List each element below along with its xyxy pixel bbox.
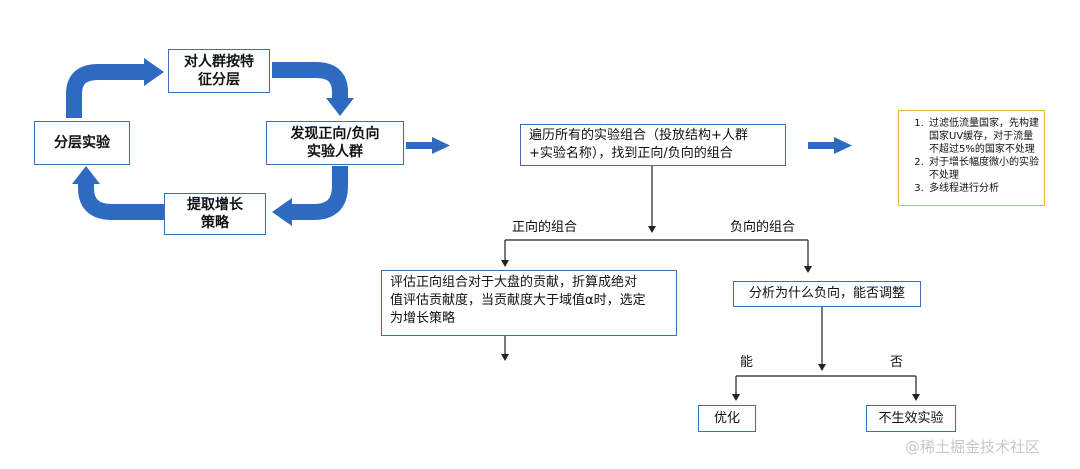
positive-evaluation-text: 评估正向组合对于大盘的贡献，折算成绝对 值评估贡献度，当贡献度大于域值α时，选定… <box>390 275 646 326</box>
ineffective-experiment-text: 不生效实验 <box>878 410 944 426</box>
extract-strategy-box: 提取增长 策略 <box>164 193 266 235</box>
ineffective-experiment-box: 不生效实验 <box>866 405 956 432</box>
optimize-text: 优化 <box>713 410 740 426</box>
traverse-combinations-box: 遍历所有的实验组合（投放结构+人群 +实验名称），找到正向/负向的组合 <box>520 124 786 166</box>
yes-label: 能 <box>740 355 754 370</box>
negative-analysis-text: 分析为什么负向，能否调整 <box>748 286 905 301</box>
negative-analysis-box: 分析为什么负向，能否调整 <box>733 281 921 307</box>
find-crowd-box: 发现正向/负向 实验人群 <box>266 121 404 165</box>
find-crowd-text: 发现正向/负向 实验人群 <box>290 126 380 160</box>
note-item-1: 过滤低流量国家，先构建国家UV缓存，对于流量不超过5%的国家不处理 <box>927 117 1040 156</box>
extract-strategy-text: 提取增长 策略 <box>187 197 243 231</box>
positive-combo-label: 正向的组合 <box>512 220 578 235</box>
no-label: 否 <box>890 355 904 370</box>
notes-box: 过滤低流量国家，先构建国家UV缓存，对于流量不超过5%的国家不处理 对于增长幅度… <box>898 110 1045 206</box>
notes-list: 过滤低流量国家，先构建国家UV缓存，对于流量不超过5%的国家不处理 对于增长幅度… <box>905 117 1040 195</box>
note-item-2: 对于增长幅度微小的实验不处理 <box>927 156 1040 182</box>
positive-evaluation-box: 评估正向组合对于大盘的贡献，折算成绝对 值评估贡献度，当贡献度大于域值α时，选定… <box>381 270 677 336</box>
layer-by-crowd-text: 对人群按特 征分层 <box>184 54 254 88</box>
cycle-arrow-top-right <box>272 62 354 116</box>
cycle-arrow-top-left <box>66 58 164 118</box>
note-item-3: 多线程进行分析 <box>927 182 1040 195</box>
optimize-box: 优化 <box>698 405 756 432</box>
stage-arrow-1 <box>406 137 450 154</box>
layered-experiment-box: 分层实验 <box>34 121 130 165</box>
watermark: @稀土掘金技术社区 <box>905 438 1041 456</box>
layered-experiment-text: 分层实验 <box>54 135 110 151</box>
cycle-arrow-bottom-right <box>272 166 348 226</box>
traverse-combinations-text: 遍历所有的实验组合（投放结构+人群 +实验名称），找到正向/负向的组合 <box>529 128 748 161</box>
negative-combo-label: 负向的组合 <box>730 220 796 235</box>
stage-arrow-2 <box>808 137 852 154</box>
layer-by-crowd-box: 对人群按特 征分层 <box>168 49 270 93</box>
cycle-arrow-bottom-left <box>72 166 164 220</box>
